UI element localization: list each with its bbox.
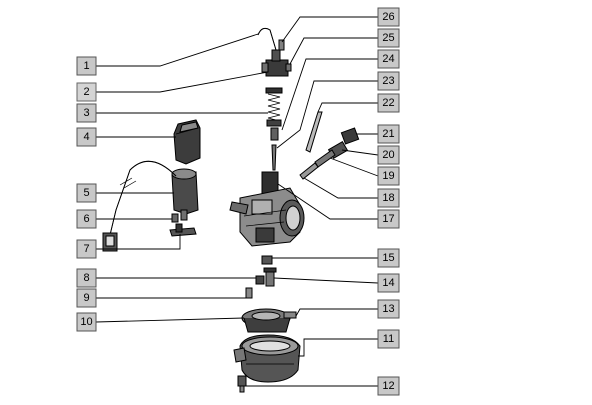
part-9 <box>245 287 253 299</box>
callout-18: 18 <box>377 188 400 208</box>
callout-8: 8 <box>76 268 97 288</box>
callout-14: 14 <box>377 273 400 293</box>
part-rubber-cover <box>173 119 201 165</box>
part-float <box>241 308 297 333</box>
svg-text:2: 2 <box>83 86 89 98</box>
svg-text:24: 24 <box>382 53 394 65</box>
callout-1: 1 <box>76 56 97 76</box>
callout-7: 7 <box>76 239 97 259</box>
svg-text:23: 23 <box>382 75 394 87</box>
part-idle-screw-assembly <box>299 111 360 180</box>
part-choke-assembly <box>102 160 199 252</box>
svg-text:10: 10 <box>80 316 92 328</box>
callout-22: 22 <box>377 93 400 113</box>
callout-5: 5 <box>76 183 97 203</box>
svg-text:8: 8 <box>83 272 89 284</box>
part-spring <box>265 87 283 127</box>
callout-3: 3 <box>76 103 97 123</box>
svg-text:17: 17 <box>382 213 394 225</box>
callout-15: 15 <box>377 248 400 268</box>
callout-23: 23 <box>377 71 400 91</box>
part-8 <box>255 275 265 285</box>
svg-text:7: 7 <box>83 243 89 255</box>
callouts-left: 1 2 3 4 5 6 7 8 <box>76 56 97 332</box>
svg-text:20: 20 <box>382 149 394 161</box>
svg-text:18: 18 <box>382 192 394 204</box>
callout-13: 13 <box>377 299 400 319</box>
part-screw-6 <box>171 213 179 223</box>
svg-text:9: 9 <box>83 292 89 304</box>
callout-9: 9 <box>76 288 97 308</box>
part-fuel-tube <box>257 27 277 51</box>
svg-text:21: 21 <box>382 128 394 140</box>
part-needle <box>271 144 277 171</box>
callout-2: 2 <box>76 82 97 102</box>
callout-17: 17 <box>377 209 400 229</box>
svg-text:26: 26 <box>382 11 394 23</box>
svg-text:5: 5 <box>83 187 89 199</box>
callout-26: 26 <box>377 7 400 27</box>
svg-text:15: 15 <box>382 252 394 264</box>
svg-text:12: 12 <box>382 380 394 392</box>
callout-24: 24 <box>377 49 400 69</box>
callout-4: 4 <box>76 127 97 147</box>
svg-text:13: 13 <box>382 303 394 315</box>
callout-12: 12 <box>377 376 400 396</box>
callout-25: 25 <box>377 28 400 48</box>
svg-text:1: 1 <box>83 60 89 72</box>
callout-19: 19 <box>377 166 400 186</box>
parts-drawing <box>102 27 360 393</box>
svg-text:6: 6 <box>83 213 89 225</box>
svg-text:3: 3 <box>83 107 89 119</box>
part-carburetor-body <box>229 171 305 247</box>
svg-text:14: 14 <box>382 277 394 289</box>
svg-text:22: 22 <box>382 97 394 109</box>
part-needle-clip <box>270 127 279 141</box>
part-jet-15 <box>261 255 273 265</box>
callout-21: 21 <box>377 124 400 144</box>
part-drain-screw-12 <box>237 375 247 393</box>
svg-text:4: 4 <box>83 131 89 143</box>
callout-11: 11 <box>377 329 400 349</box>
part-float-bowl <box>233 334 301 383</box>
part-bracket-7 <box>169 223 197 237</box>
svg-text:25: 25 <box>382 32 394 44</box>
svg-text:11: 11 <box>383 333 394 345</box>
callout-10: 10 <box>76 312 97 332</box>
callout-20: 20 <box>377 145 400 165</box>
leader-lines <box>95 16 379 387</box>
part-jet-14 <box>263 267 277 287</box>
callouts-right: 26 25 24 23 22 21 20 19 <box>377 7 400 396</box>
callout-6: 6 <box>76 209 97 229</box>
svg-text:19: 19 <box>382 170 394 182</box>
part-top-cap <box>261 39 292 77</box>
